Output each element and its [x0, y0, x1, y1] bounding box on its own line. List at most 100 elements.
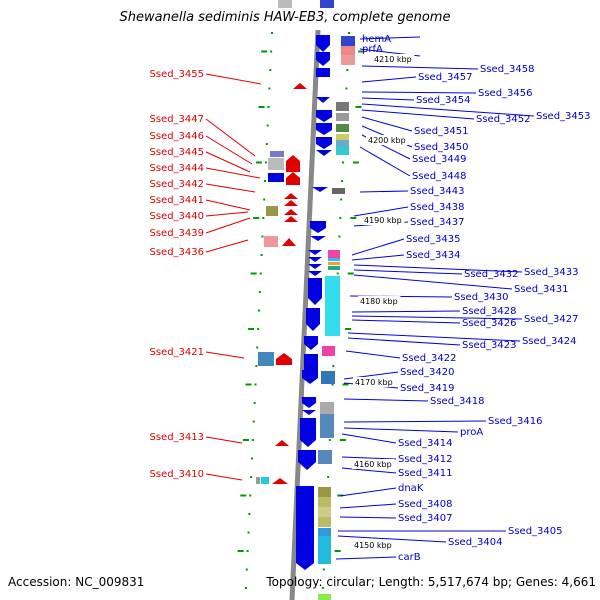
gene-block[interactable] [278, 0, 292, 8]
right-gene-label[interactable]: Ssed_3411 [398, 468, 453, 479]
left-gene-label[interactable]: Ssed_3444 [149, 163, 204, 174]
left-gene-label[interactable]: Ssed_3410 [149, 469, 204, 480]
gene-block[interactable] [296, 486, 314, 536]
right-gene-label[interactable]: Ssed_3453 [536, 111, 591, 122]
right-gene-label[interactable]: hemA [362, 34, 391, 45]
left-gene-label[interactable]: Ssed_3455 [149, 69, 204, 80]
gene-block[interactable] [320, 0, 334, 8]
gene-block[interactable] [256, 477, 260, 484]
gene-block[interactable] [341, 36, 355, 46]
gene-arrow[interactable] [308, 271, 322, 276]
right-gene-label[interactable]: Ssed_3412 [398, 454, 453, 465]
right-gene-label[interactable]: Ssed_3432 [464, 269, 519, 280]
gene-arrow[interactable] [316, 137, 332, 149]
gene-block[interactable] [318, 487, 331, 497]
gene-block[interactable] [266, 206, 278, 216]
gene-arrow[interactable] [308, 250, 322, 255]
right-gene-label[interactable]: Ssed_3414 [398, 438, 453, 449]
gene-block[interactable] [336, 140, 349, 147]
right-gene-label[interactable]: Ssed_3443 [410, 186, 465, 197]
gene-block[interactable] [318, 536, 331, 564]
left-gene-label[interactable]: Ssed_3436 [149, 247, 204, 258]
gene-arrow[interactable] [308, 264, 322, 269]
right-gene-label[interactable]: Ssed_3449 [412, 154, 467, 165]
gene-block[interactable] [332, 188, 345, 194]
right-gene-label[interactable]: Ssed_3427 [524, 314, 579, 325]
left-gene-label[interactable]: Ssed_3441 [149, 195, 204, 206]
gene-arrow[interactable] [312, 187, 328, 192]
gene-block[interactable] [268, 158, 284, 170]
right-gene-label[interactable]: Ssed_3404 [448, 537, 503, 548]
right-gene-label[interactable]: carB [398, 552, 421, 563]
right-gene-label[interactable]: Ssed_3416 [488, 416, 543, 427]
gene-arrow[interactable] [284, 209, 298, 215]
gene-block[interactable] [300, 418, 316, 440]
gene-block[interactable] [325, 276, 340, 336]
gene-arrow[interactable] [284, 216, 298, 222]
right-gene-label[interactable]: Ssed_3450 [414, 142, 469, 153]
right-gene-label[interactable]: proA [460, 427, 483, 438]
right-gene-label[interactable]: Ssed_3457 [418, 72, 473, 83]
gene-arrow[interactable] [306, 324, 320, 331]
gene-arrow[interactable] [276, 353, 292, 365]
gene-block[interactable] [308, 278, 322, 298]
gene-block[interactable] [306, 308, 320, 324]
gene-block[interactable] [341, 46, 355, 55]
gene-block[interactable] [316, 68, 330, 77]
gene-arrow[interactable] [304, 336, 318, 350]
gene-block[interactable] [318, 497, 331, 507]
right-gene-label[interactable]: Ssed_3419 [400, 383, 455, 394]
gene-block[interactable] [264, 236, 278, 247]
right-gene-label[interactable]: dnaK [398, 483, 424, 494]
gene-arrow[interactable] [272, 478, 288, 484]
gene-block[interactable] [328, 250, 340, 258]
gene-block[interactable] [318, 450, 332, 464]
gene-block[interactable] [318, 528, 331, 536]
right-gene-label[interactable]: Ssed_3458 [480, 64, 535, 75]
gene-block[interactable] [258, 352, 274, 366]
gene-block[interactable] [320, 426, 334, 438]
gene-arrow[interactable] [286, 155, 300, 172]
right-gene-label[interactable]: Ssed_3456 [478, 88, 533, 99]
gene-block[interactable] [336, 102, 349, 111]
gene-arrow[interactable] [310, 236, 326, 241]
right-gene-label[interactable]: Ssed_3428 [462, 306, 517, 317]
gene-block[interactable] [321, 371, 335, 384]
gene-arrow[interactable] [302, 370, 318, 384]
left-gene-label[interactable]: Ssed_3446 [149, 131, 204, 142]
gene-block[interactable] [336, 134, 349, 140]
left-gene-label[interactable]: Ssed_3440 [149, 211, 204, 222]
gene-block[interactable] [336, 113, 349, 121]
gene-arrow[interactable] [308, 257, 322, 262]
gene-arrow[interactable] [316, 110, 332, 122]
gene-arrow[interactable] [284, 193, 298, 199]
gene-arrow[interactable] [316, 150, 332, 156]
right-gene-label[interactable]: Ssed_3433 [524, 267, 579, 278]
gene-arrow[interactable] [308, 298, 322, 305]
left-gene-label[interactable]: Ssed_3439 [149, 228, 204, 239]
gene-block[interactable] [270, 151, 284, 157]
right-gene-label[interactable]: Ssed_3422 [402, 353, 457, 364]
gene-arrow[interactable] [284, 200, 298, 206]
right-gene-label[interactable]: Ssed_3452 [476, 114, 531, 125]
gene-arrow[interactable] [298, 450, 316, 470]
left-gene-label[interactable]: Ssed_3447 [149, 114, 204, 125]
left-gene-label[interactable]: Ssed_3445 [149, 147, 204, 158]
gene-block[interactable] [336, 124, 349, 132]
gene-arrow[interactable] [296, 536, 314, 570]
gene-block[interactable] [328, 266, 340, 270]
right-gene-label[interactable]: Ssed_3448 [412, 171, 467, 182]
gene-arrow[interactable] [310, 221, 326, 233]
right-gene-label[interactable]: Ssed_3437 [410, 217, 465, 228]
gene-block[interactable] [328, 262, 340, 265]
gene-arrow[interactable] [302, 397, 316, 408]
left-gene-label[interactable]: Ssed_3413 [149, 432, 204, 443]
right-gene-label[interactable]: Ssed_3451 [414, 126, 469, 137]
right-gene-label[interactable]: Ssed_3438 [410, 202, 465, 213]
right-gene-label[interactable]: Ssed_3408 [398, 499, 453, 510]
right-gene-label[interactable]: Ssed_3423 [462, 340, 517, 351]
right-gene-label[interactable]: Ssed_3454 [416, 95, 471, 106]
right-gene-label[interactable]: Ssed_3420 [400, 367, 455, 378]
gene-block[interactable] [341, 55, 355, 65]
gene-block[interactable] [268, 173, 284, 182]
